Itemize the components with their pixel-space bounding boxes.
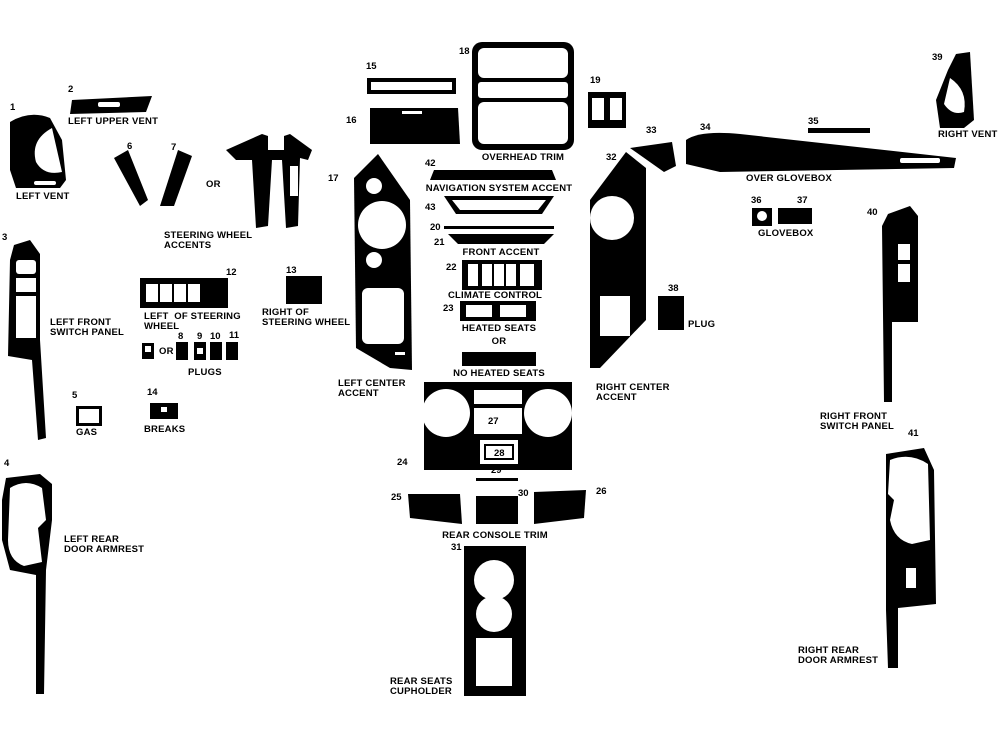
part-number: 27 [488,416,499,427]
part-number: 23 [443,303,454,314]
label-glovebox: GLOVEBOX [758,228,814,239]
label-overhead-trim: OVERHEAD TRIM [481,152,565,163]
part-34-over-glovebox [686,132,956,172]
part-6-steering-accent [114,150,148,206]
part-number: 10 [210,331,221,342]
part-30-rear-console [476,496,518,524]
part-13-right-of-steering [286,276,322,304]
part-number: 18 [459,46,470,57]
part-number: 36 [751,195,762,206]
part-number: 43 [425,202,436,213]
part-number: 1 [10,102,16,113]
label-rear-console-trim: REAR CONSOLE TRIM [442,530,548,541]
label-steering-wheel-accents: STEERING WHEEL ACCENTS [164,230,253,251]
part-number: 24 [397,457,408,468]
part-40-right-front-switch [882,206,918,402]
label-or-wheel: OR [206,179,221,190]
part-33 [630,142,676,172]
part-number: 26 [596,486,607,497]
part-steering-wheel-alt [226,134,312,228]
label-climate-control: CLIMATE CONTROL [447,290,543,301]
label-left-front-switch-panel: LEFT FRONT SWITCH PANEL [50,317,124,338]
part-number: 8 [178,331,184,342]
part-number: 15 [366,61,377,72]
part-number: 2 [68,84,74,95]
part-number: 38 [668,283,679,294]
label-right-rear-door-armrest: RIGHT REAR DOOR ARMREST [798,645,879,666]
label-right-front-switch-panel: RIGHT FRONT SWITCH PANEL [820,411,894,432]
part-38-plug [658,296,684,330]
label-left-upper-vent: LEFT UPPER VENT [68,116,159,127]
part-number: 11 [229,330,240,341]
part-number: 29 [491,465,502,476]
label-heated-seats: HEATED SEATS [461,323,537,334]
part-number: 13 [286,265,297,276]
part-number: 14 [147,387,158,398]
part-number: 28 [494,448,505,459]
part-number: 19 [590,75,601,86]
part-number: 12 [226,267,237,278]
part-7-steering-accent [160,150,192,206]
part-35 [808,128,870,133]
part-number: 41 [908,428,919,439]
label-left-center-accent: LEFT CENTER ACCENT [338,378,406,399]
part-number: 31 [451,542,462,553]
label-navigation-system-accent: NAVIGATION SYSTEM ACCENT [425,183,573,194]
label-left-of-steering-wheel: LEFT OF STEERING WHEEL [144,311,241,332]
part-number: 6 [127,141,133,152]
part-number: 22 [446,262,457,273]
part-number: 5 [72,390,78,401]
part-number: 3 [2,232,8,243]
part-number: 34 [700,122,711,133]
part-number: 25 [391,492,402,503]
part-number: 16 [346,115,357,126]
part-number: 40 [867,207,878,218]
part-number: 20 [430,222,441,233]
label-plugs: PLUGS [188,367,222,378]
part-21-front-accent [448,234,554,244]
label-right-of-steering-wheel: RIGHT OF STEERING WHEEL [262,307,351,328]
part-number: 39 [932,52,943,63]
label-no-heated-seats: NO HEATED SEATS [453,368,545,379]
part-number: 33 [646,125,657,136]
label-plug: PLUG [688,319,716,330]
label-left-rear-door-armrest: LEFT REAR DOOR ARMREST [64,534,145,555]
label-or-plugs: OR [159,346,174,357]
part-16 [370,108,460,144]
part-number: 21 [434,237,445,248]
label-front-accent: FRONT ACCENT [462,247,540,258]
part-number: 17 [328,173,339,184]
label-over-glovebox: OVER GLOVEBOX [746,173,833,184]
label-right-vent: RIGHT VENT [938,129,998,140]
part-10-plug [210,342,222,360]
part-25-rear-console [408,494,462,524]
label-right-center-accent: RIGHT CENTER ACCENT [596,382,670,403]
part-number: 37 [797,195,808,206]
part-11-plug [226,342,238,360]
label-gas: GAS [76,427,98,438]
part-number: 30 [518,488,529,499]
part-20 [444,226,554,229]
part-number: 4 [4,458,10,469]
part-number: 42 [425,158,436,169]
label-rear-seats-cupholder: REAR SEATS CUPHOLDER [390,676,453,697]
part-number: 32 [606,152,617,163]
part-number: 9 [197,331,203,342]
label-or-heated: OR [491,336,507,347]
label-left-vent: LEFT VENT [16,191,70,202]
part-42-navigation-accent [430,170,556,180]
label-breaks: BREAKS [144,424,186,435]
part-37-glovebox [778,208,812,224]
part-8-plug [176,342,188,360]
part-number: 7 [171,142,177,153]
part-no-heated-seats [462,352,536,366]
part-number: 35 [808,116,819,127]
part-26-rear-console [534,490,586,524]
